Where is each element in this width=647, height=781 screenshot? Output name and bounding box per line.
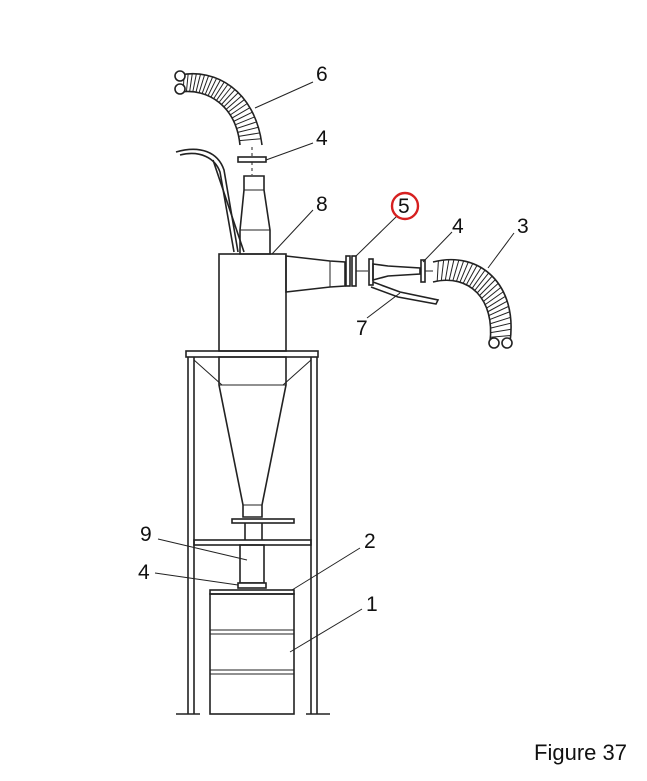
top-flex-hose	[174, 70, 263, 146]
callout-label-6: 6	[316, 63, 328, 86]
callout-label-5: 5	[398, 195, 410, 218]
inlet-flange-gasket	[345, 255, 368, 287]
callout-label-2: 2	[364, 530, 376, 553]
stand-frame	[176, 350, 330, 715]
leader-lines	[154, 81, 515, 653]
top-hose-clamp	[237, 147, 267, 175]
discharge-tube	[237, 544, 267, 589]
callout-label-3: 3	[517, 215, 529, 238]
callout-label-7: 7	[356, 317, 368, 340]
callout-5-highlight-ring	[390, 191, 420, 221]
callout-label-4-top: 4	[316, 127, 328, 150]
cyclone-outlet-cone	[239, 175, 271, 255]
callout-label-4-bottom: 4	[138, 561, 150, 584]
callout-label-1: 1	[366, 593, 378, 616]
figure-caption: Figure 37	[534, 740, 627, 765]
hose-adapter	[368, 258, 440, 305]
callout-label-4-right: 4	[452, 215, 464, 238]
callout-label-9: 9	[140, 523, 152, 546]
cyclone-cone	[218, 356, 295, 540]
collection-drum	[209, 589, 295, 715]
right-hose-clamp	[420, 259, 433, 283]
cyclone-side-wand	[175, 148, 245, 253]
side-inlet-cone	[285, 255, 346, 293]
right-flex-hose	[432, 258, 513, 349]
cyclone-upper-body	[218, 253, 287, 352]
callout-label-8: 8	[316, 193, 328, 216]
